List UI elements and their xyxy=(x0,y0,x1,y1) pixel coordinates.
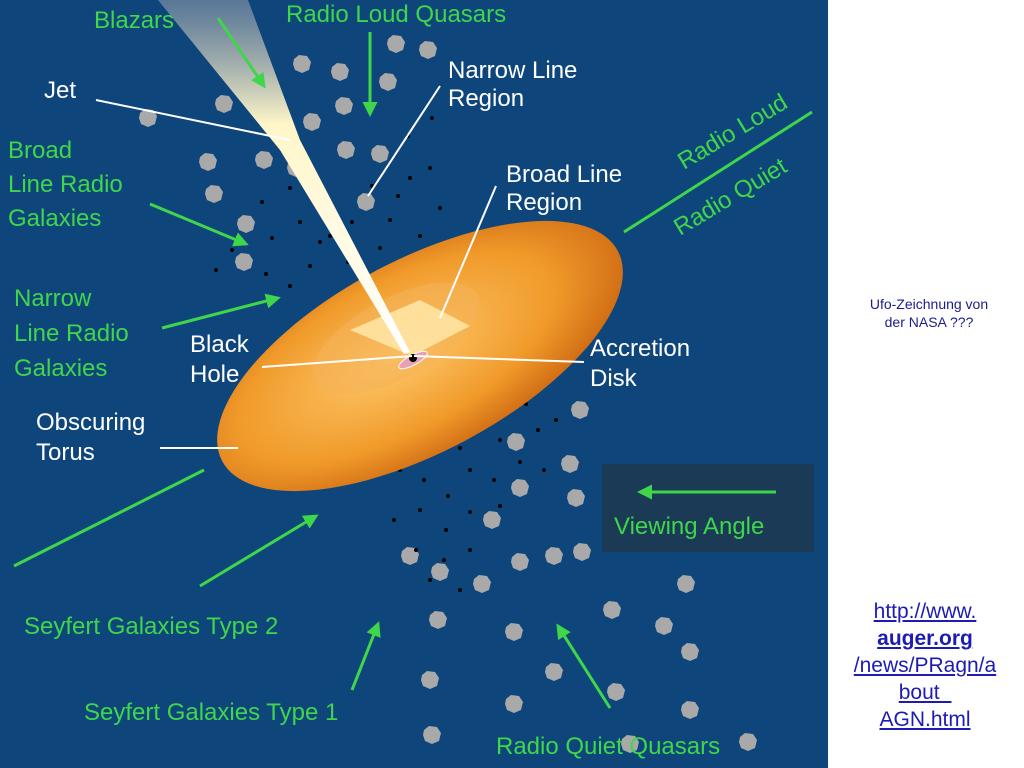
side-caption-line: Ufo-Zeichnung von xyxy=(869,296,989,312)
source-link-line: auger.org xyxy=(877,627,973,650)
label-narrow-line-radio-galaxies: Narrow Line Radio Galaxies xyxy=(14,285,135,382)
label-seyfert-type-1: Seyfert Galaxies Type 1 xyxy=(84,699,338,726)
label-accretion-disk: Accretion Disk xyxy=(590,335,697,392)
agn-unification-diagram: Jet Narrow Line Region Broad Line Region… xyxy=(0,0,828,768)
label-seyfert-type-2: Seyfert Galaxies Type 2 xyxy=(24,613,278,640)
label-blazars: Blazars xyxy=(94,7,174,34)
label-radio-quiet-quasars: Radio Quiet Quasars xyxy=(496,733,720,760)
source-link[interactable]: http://www. auger.org /news/PRagn/a bout… xyxy=(832,598,1018,733)
pointer-lines xyxy=(95,85,585,449)
label-obscuring-torus: Obscuring Torus xyxy=(36,409,152,466)
label-jet: Jet xyxy=(44,77,76,104)
label-viewing-angle: Viewing Angle xyxy=(614,513,764,540)
label-black-hole: Black Hole xyxy=(190,331,255,388)
label-narrow-line-region: Narrow Line Region xyxy=(448,57,584,112)
label-broad-line-region: Broad Line Region xyxy=(506,161,629,216)
green-arrows xyxy=(13,17,813,709)
source-link-line: /news/PRagn/a xyxy=(853,654,997,677)
viewing-angle-box xyxy=(602,464,814,552)
source-link-line: AGN.html xyxy=(879,708,971,731)
source-link-line: http://www. xyxy=(873,600,977,623)
side-caption: Ufo-Zeichnung von der NASA ??? xyxy=(840,295,1018,331)
jet xyxy=(158,0,410,354)
side-caption-line: der NASA ??? xyxy=(884,314,974,330)
label-broad-line-radio-galaxies: Broad Line Radio Galaxies xyxy=(8,137,129,232)
label-radio-loud-quasars: Radio Loud Quasars xyxy=(286,1,506,28)
source-link-line: bout_ xyxy=(898,681,952,704)
